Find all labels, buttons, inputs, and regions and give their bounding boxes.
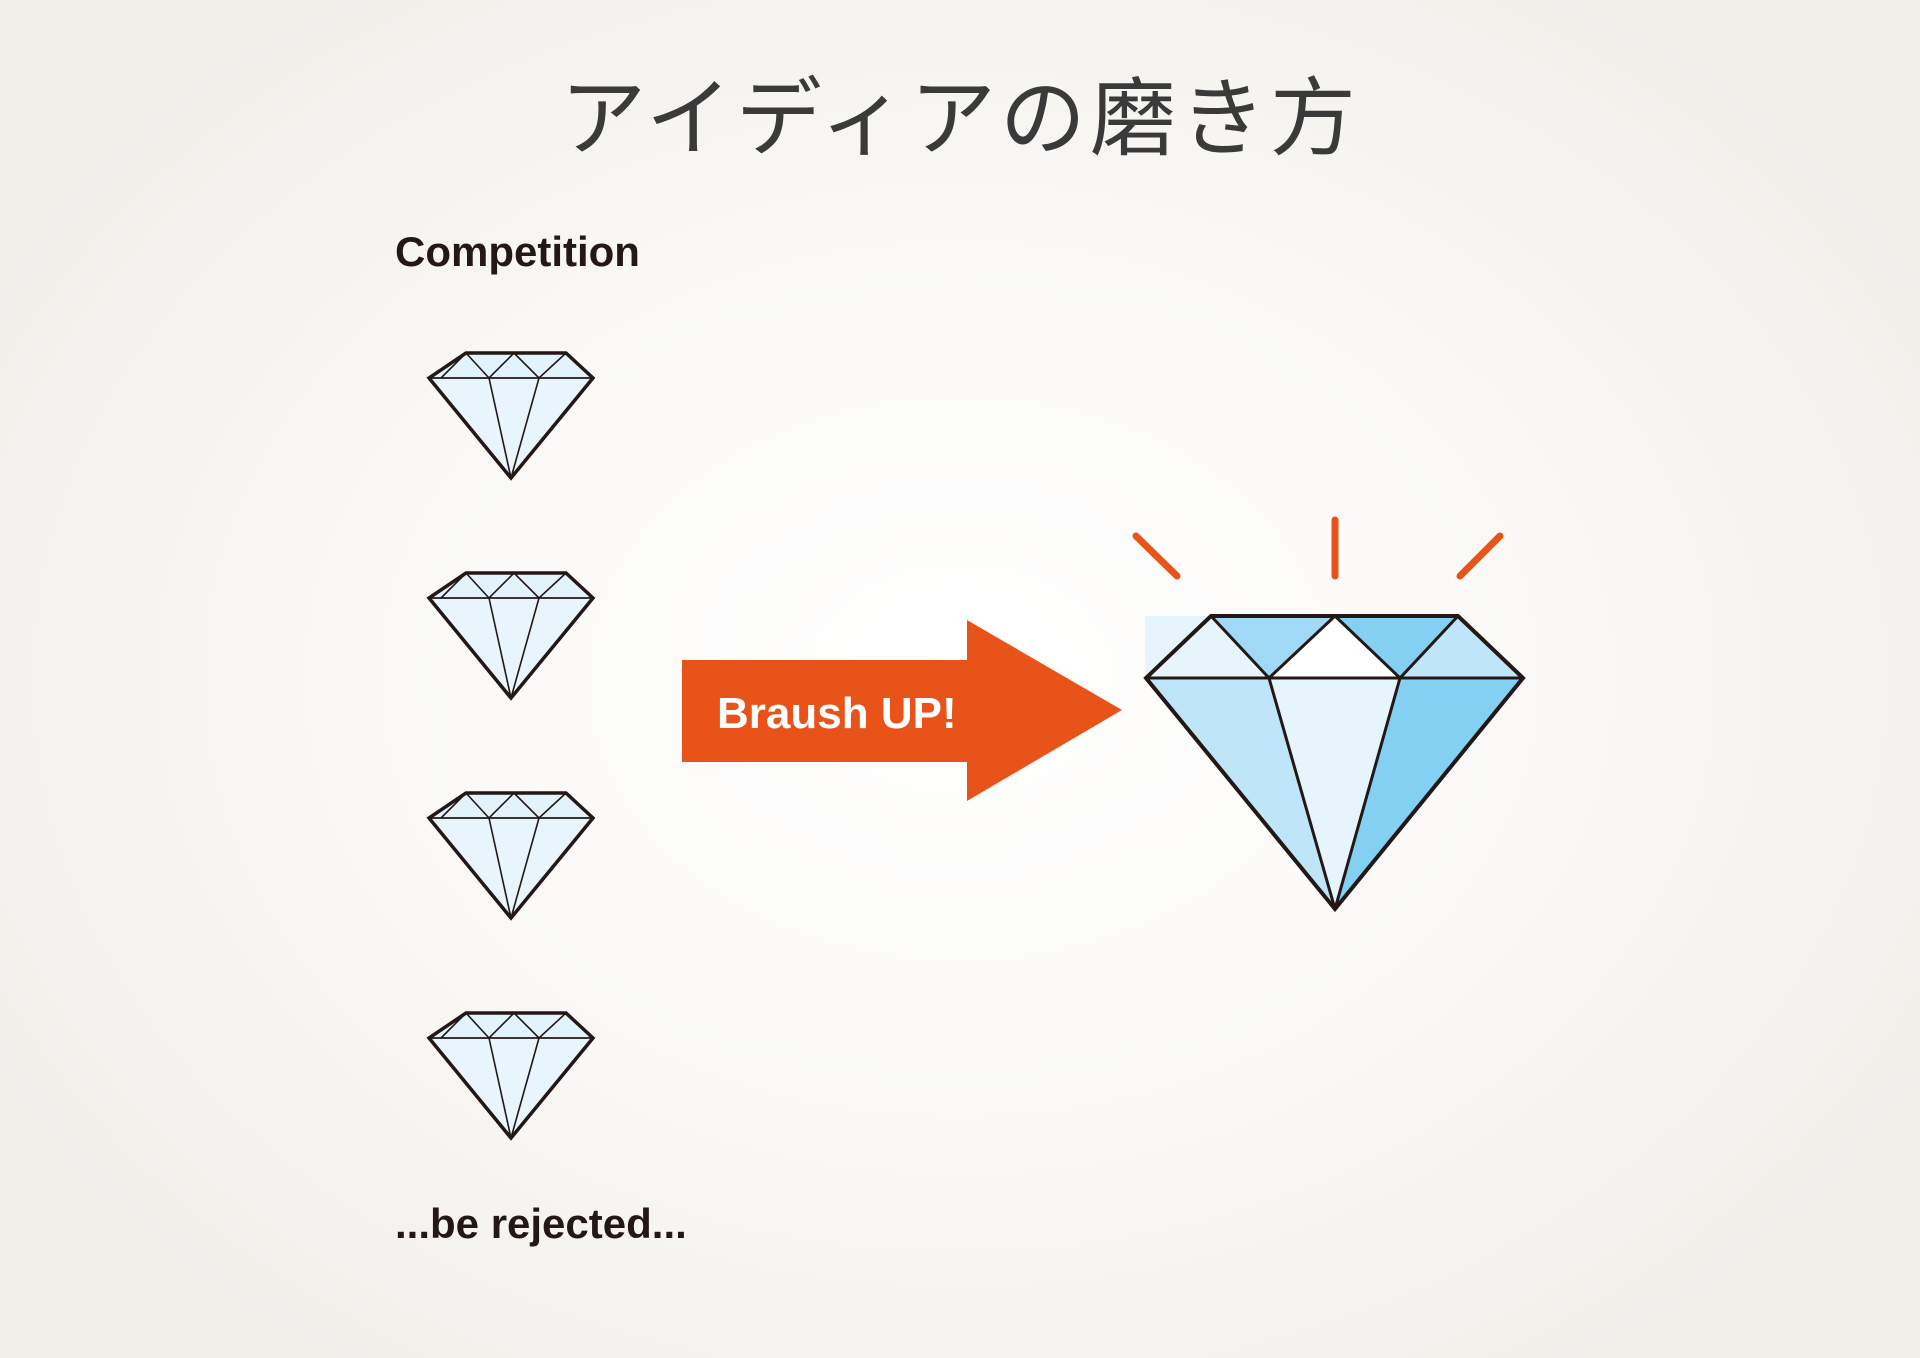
arrow-label: Braush UP! [717,689,957,738]
small-diamond-1 [427,351,595,480]
small-diamond-4 [427,1011,595,1140]
small-diamond-2 [427,571,595,700]
polished-diamond [1143,613,1526,913]
braush-up-arrow: Braush UP! [682,620,1122,801]
rejected-caption: ...be rejected... [395,1200,687,1247]
competition-heading: Competition [395,228,640,275]
page-title: アイディアの磨き方 [560,69,1360,169]
sparkle-rays [1132,516,1504,580]
small-diamond-3 [427,791,595,920]
